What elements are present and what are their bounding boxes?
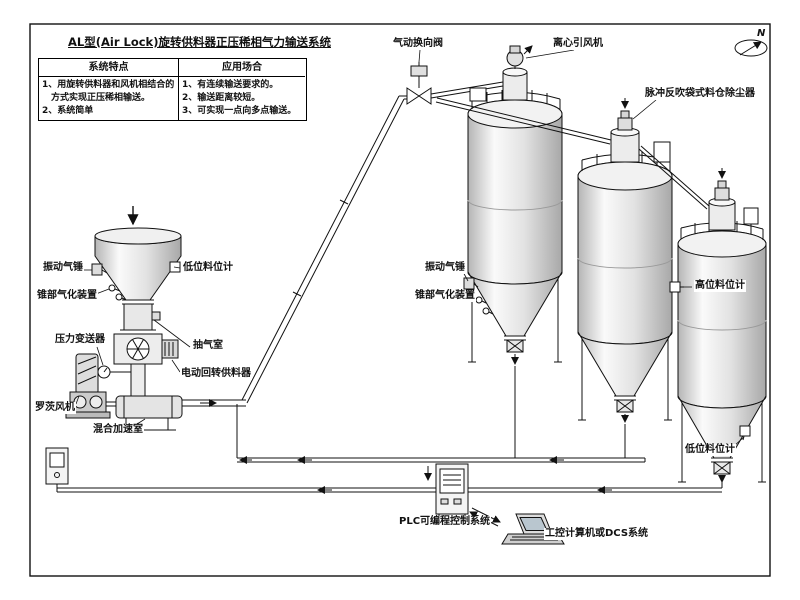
drawing-frame	[29, 23, 771, 577]
silo3-vent-unit	[708, 168, 736, 231]
plc-cabinet	[435, 463, 469, 519]
compass-north-label: N	[757, 28, 766, 39]
label-pressure-transmitter: 压力变送器	[54, 334, 106, 346]
centrifugal-fan-unit	[502, 45, 533, 101]
label-industrial-computer: 工控计算机或DCS系统	[544, 528, 650, 540]
system-info-table: 系统特点 应用场合 1、用旋转供料器和风机相结合的 方式实现正压稀相输送。 2、…	[38, 58, 307, 121]
compass-icon	[734, 39, 768, 57]
label-plc-system: PLC可编程控制系统	[398, 516, 492, 528]
label-electric-rotary-feeder: 电动回转供料器	[180, 368, 252, 380]
label-centrifugal-fan: 离心引风机	[552, 38, 604, 50]
silo-2	[577, 141, 673, 423]
label-mixing-acceleration-chamber: 混合加速室	[92, 424, 144, 436]
label-roots-blower: 罗茨风机	[34, 402, 76, 414]
silo-3	[677, 207, 767, 483]
table-cell-features: 1、用旋转供料器和风机相结合的 方式实现正压稀相输送。 2、系统简单	[39, 77, 179, 120]
label-pulse-bag-dust-collector: 脉冲反吹袋式料仓除尘器	[644, 88, 756, 100]
conveying-pipeline	[182, 95, 407, 407]
feature-line-2: 方式实现正压稀相输送。	[51, 93, 151, 103]
bottom-pipelines	[56, 366, 723, 494]
pneumatic-diverter-valve	[406, 62, 504, 105]
label-low-level-indicator-hopper: 低位料位计	[182, 262, 234, 274]
application-line-2: 2、输送距离较短。	[182, 93, 261, 103]
label-cone-aeration-hopper: 锥部气化装置	[36, 290, 98, 302]
application-line-3: 3、可实现一点向多点输送。	[182, 106, 297, 116]
label-cone-aeration-silo: 锥部气化装置	[414, 290, 476, 302]
table-header-features: 系统特点	[39, 59, 179, 77]
branch-pipelines	[435, 97, 710, 210]
label-low-level-indicator-silo: 低位料位计	[684, 444, 736, 456]
dust-collector-unit	[610, 98, 640, 163]
table-header-applications: 应用场合	[179, 59, 305, 77]
label-high-level-indicator: 高位料位计	[694, 280, 746, 292]
level-and-vibration-instruments	[91, 261, 751, 441]
silo-1	[467, 87, 563, 365]
feature-line-1: 1、用旋转供料器和风机相结合的	[42, 80, 175, 90]
feed-hopper-assembly	[94, 206, 183, 431]
label-air-hammer-silo: 振动气锤	[424, 262, 466, 274]
local-control-box	[45, 447, 69, 485]
label-air-hammer-hopper: 振动气锤	[42, 262, 84, 274]
label-pneumatic-diverter-valve: 气动换向阀	[392, 38, 444, 50]
label-air-extraction-chamber: 抽气室	[192, 340, 224, 352]
table-cell-applications: 1、有连续输送要求的。 2、输送距离较短。 3、可实现一点向多点输送。	[179, 77, 305, 120]
feature-line-3: 2、系统简单	[42, 106, 94, 116]
diagram-title: AL型(Air Lock)旋转供料器正压稀相气力输送系统	[68, 34, 331, 50]
application-line-1: 1、有连续输送要求的。	[182, 80, 279, 90]
